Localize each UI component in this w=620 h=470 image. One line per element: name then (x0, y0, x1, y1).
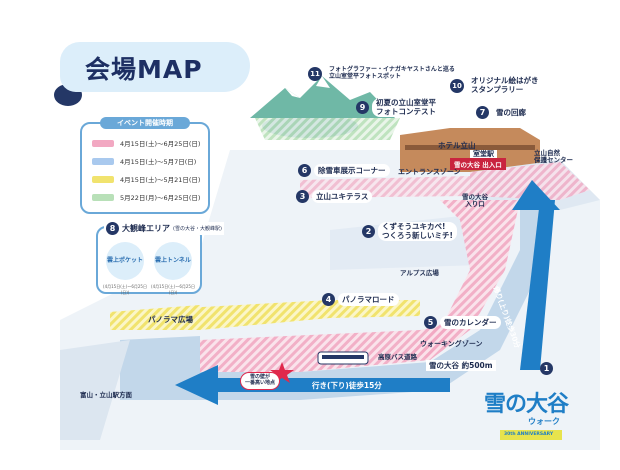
legend-swatch-blue (92, 157, 114, 165)
walking-zone (200, 320, 470, 372)
legend-row: 4月15日(土)〜6月25日(日) (92, 138, 200, 148)
toyama-direction-label: 富山・立山駅方面 (80, 391, 132, 399)
legend-swatch-pink (92, 139, 114, 147)
panorama-plaza-label: パノラマ広場 (148, 315, 193, 324)
legend-swatch-yellow (92, 175, 114, 183)
alps-plaza-label: アルプス広場 (400, 269, 439, 277)
legend-row: 4月15日(土)〜5月21日(日) (92, 174, 200, 184)
unjo-tunnel: 雲上トンネル (154, 242, 192, 280)
otani-walk-logo: 雪の大谷 ウォーク 30th ANNIVERSARY (474, 380, 570, 450)
otani-length-text: 雪の大谷 約500m (426, 360, 496, 371)
bus-road-label: 高原バス道路 (378, 353, 417, 361)
legend-title: イベント開催時期 (100, 117, 190, 129)
otani-exit-tag: 雪の大谷 出入口 (450, 158, 506, 170)
panorama-road (110, 300, 420, 330)
highest-wall-label: 雪の壁が 一番高い地点 (240, 372, 281, 390)
kogen-bus-road (120, 200, 545, 400)
go-route-text: 行き(下り)徒歩15分 (312, 381, 382, 390)
green-event-area (255, 118, 400, 140)
hotel-tateyama-label: ホテル立山 (438, 141, 476, 150)
murodo-station-label: 室堂駅 (470, 150, 497, 159)
page-title: 会場MAP (85, 55, 203, 84)
spot-1[interactable]: 1 (540, 362, 553, 375)
legend-row: 5月22日(月)〜6月25日(日) (92, 192, 200, 202)
title-background (60, 42, 250, 92)
otani-entrance-label: 雪の大谷 入り口 (462, 193, 488, 209)
return-route-arrow (520, 200, 555, 370)
legend-swatch-green (92, 193, 114, 201)
unjo-pocket: 雲上ポケット (106, 242, 144, 280)
unjo-tunnel-caption: (4月15日(土)〜6月25日(日)) (151, 284, 195, 295)
entrance-zone-label: エントランスゾーン (398, 168, 461, 176)
lower-snow-area (60, 340, 130, 440)
legend-row: 4月15日(土)〜5月7日(日) (92, 156, 196, 166)
nature-center-label: 立山自然 保護センター (534, 149, 573, 165)
walking-zone-label: ウォーキングゾーン (420, 340, 483, 348)
unjo-pocket-caption: (4月15日(土)〜6月25日(日)) (103, 284, 147, 295)
